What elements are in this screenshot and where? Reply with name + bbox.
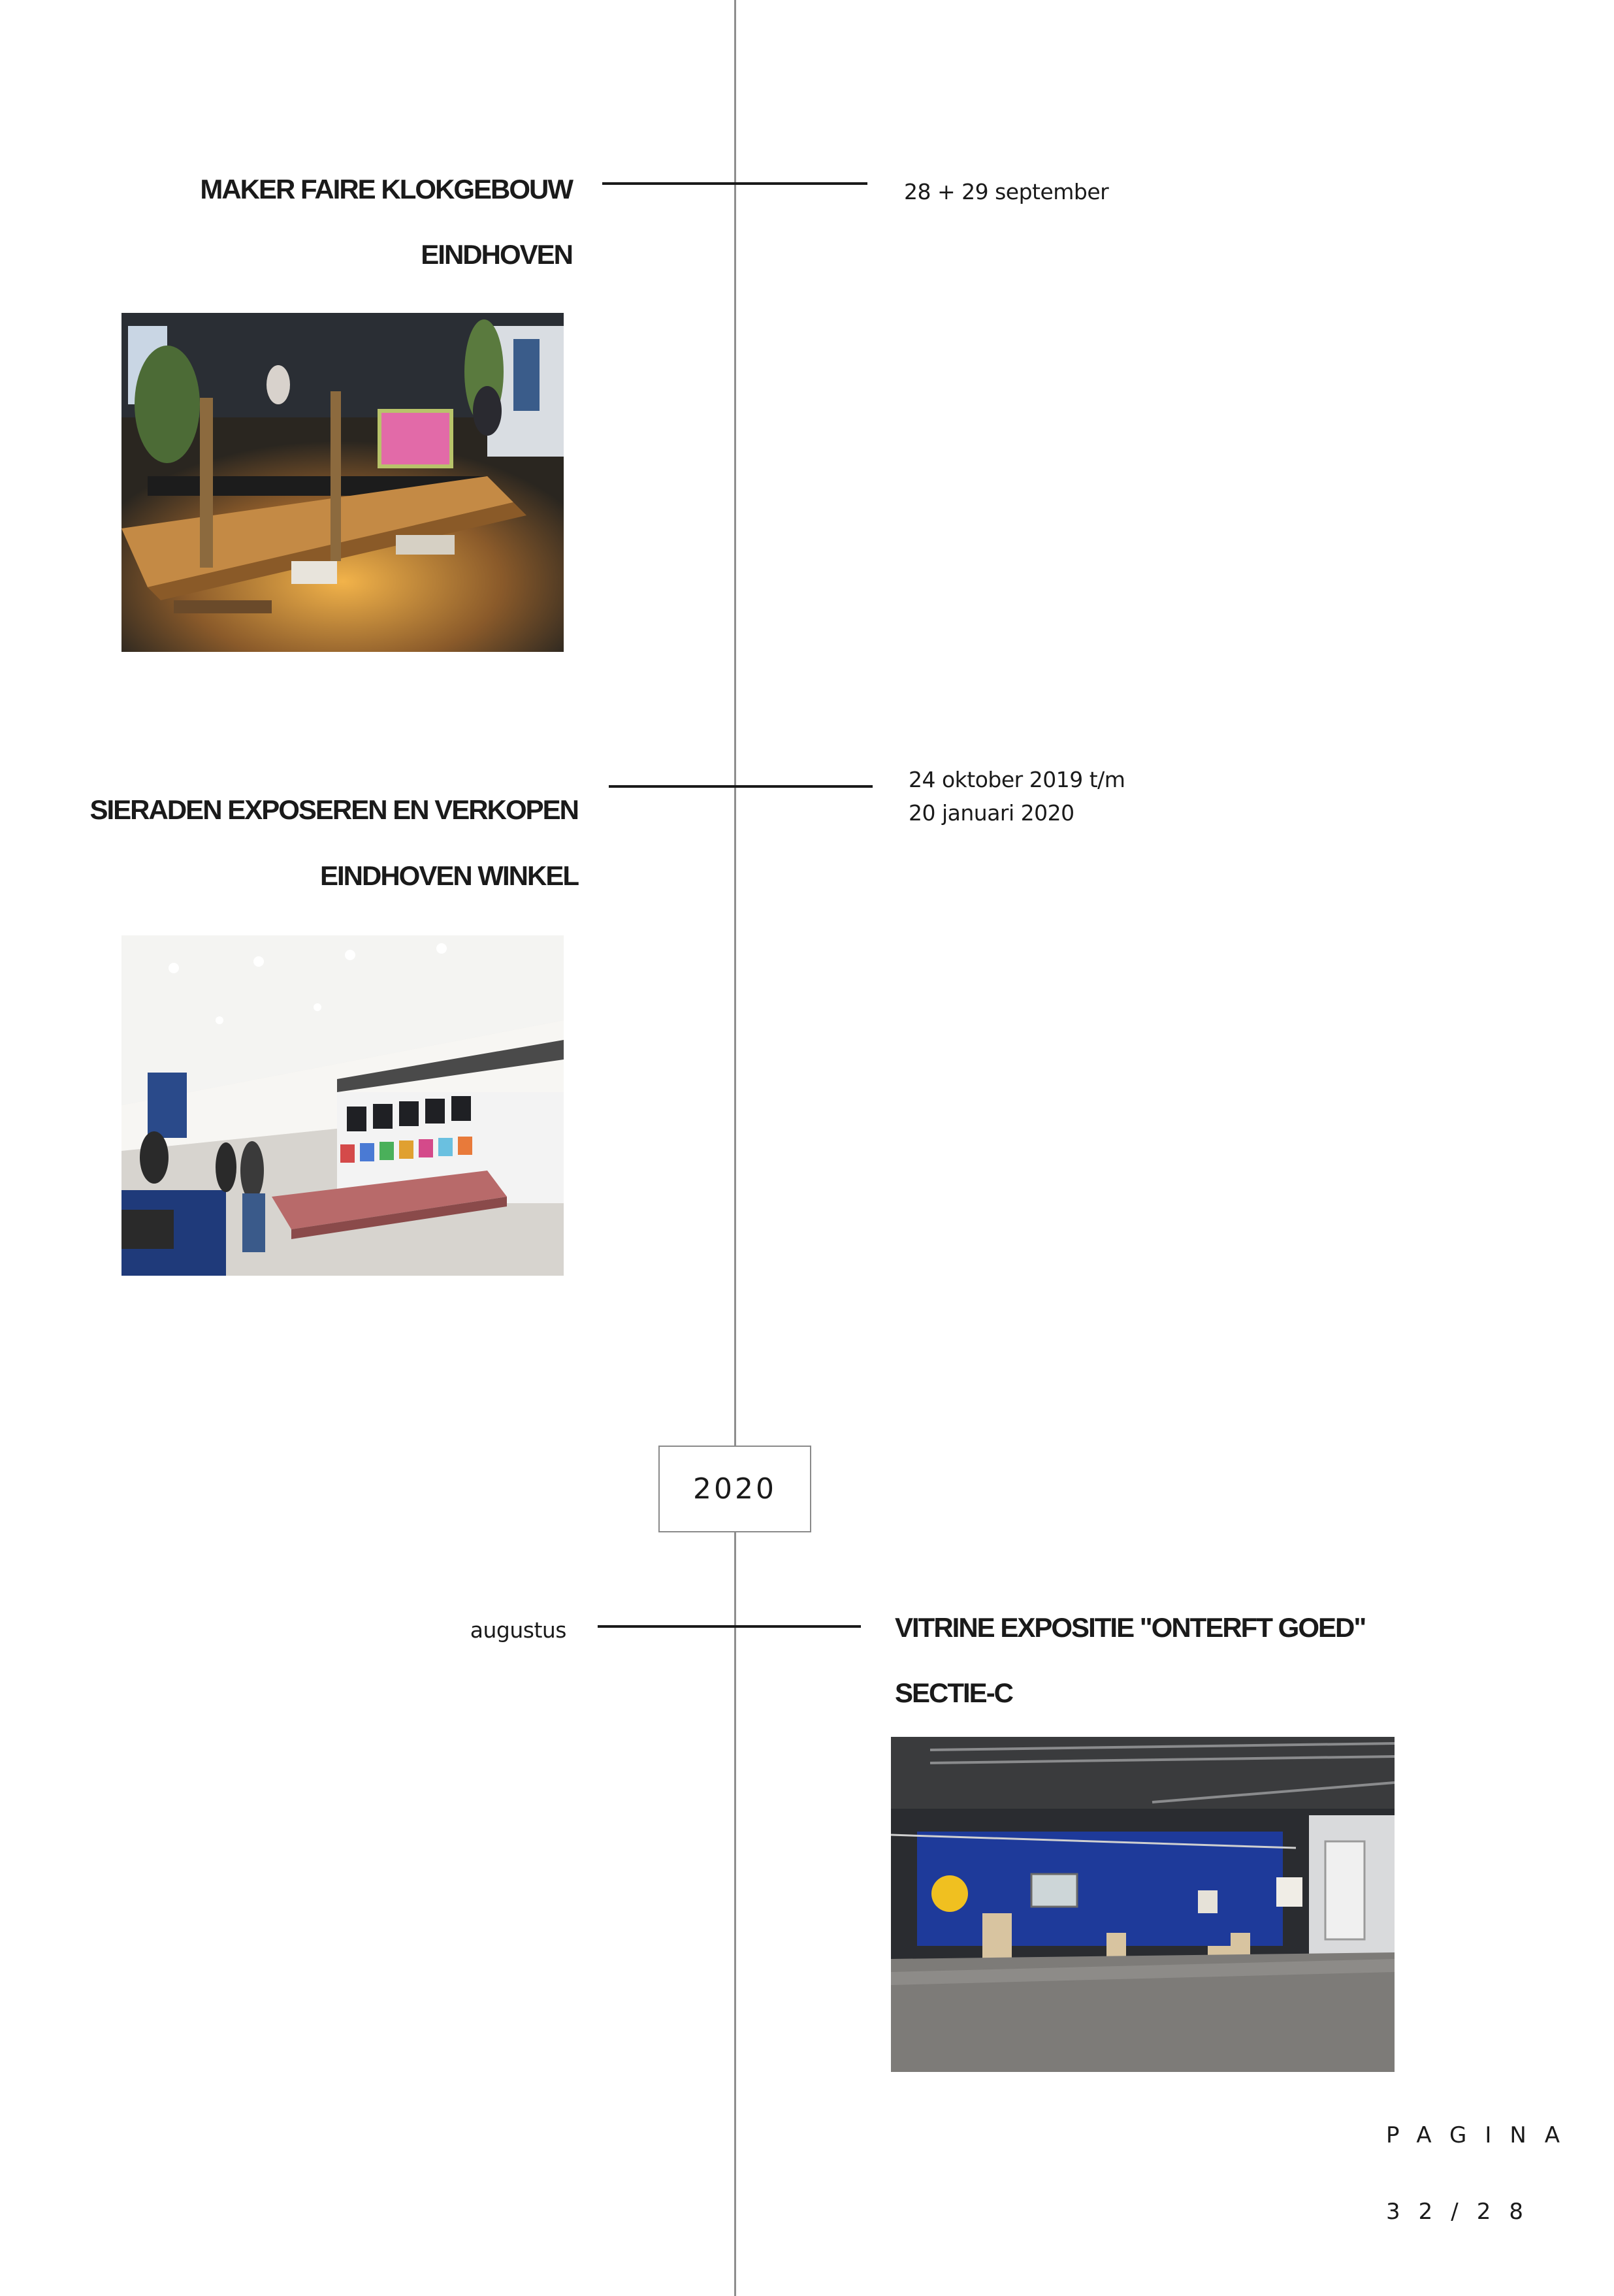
- entry-3-connector: [598, 1625, 861, 1628]
- year-marker-box: 2020: [658, 1446, 811, 1532]
- entry-3-date: augustus: [470, 1617, 567, 1643]
- entry-2-title-line-2: EINDHOVEN WINKEL: [319, 860, 579, 891]
- entry-3-photo: [891, 1737, 1395, 2072]
- entry-2-date-line-1: 24 oktober 2019 t/m: [909, 767, 1125, 792]
- timeline-axis: [734, 0, 736, 2296]
- pagination-value: 32/28: [1386, 2199, 1541, 2225]
- entry-2-photo: [121, 935, 564, 1276]
- entry-2-title-line-1: SIERADEN EXPOSEREN EN VERKOPEN: [89, 794, 579, 825]
- entry-1-title-line-1: MAKER FAIRE KLOKGEBOUW: [200, 174, 573, 204]
- entry-1-date: 28 + 29 september: [904, 179, 1109, 204]
- entry-3-title-line-2: SECTIE-C: [895, 1677, 1014, 1708]
- entry-2-date-line-2: 20 januari 2020: [909, 800, 1074, 826]
- entry-2-connector: [609, 785, 873, 788]
- entry-3-title-line-1: VITRINE EXPOSITIE "ONTERFT GOED": [895, 1612, 1366, 1643]
- entry-1-photo: [121, 313, 564, 652]
- entry-1-connector: [602, 182, 867, 185]
- pagination-label: PAGINA: [1386, 2122, 1579, 2148]
- entry-1-title-line-2: EINDHOVEN: [421, 239, 573, 270]
- year-marker-label: 2020: [693, 1472, 777, 1506]
